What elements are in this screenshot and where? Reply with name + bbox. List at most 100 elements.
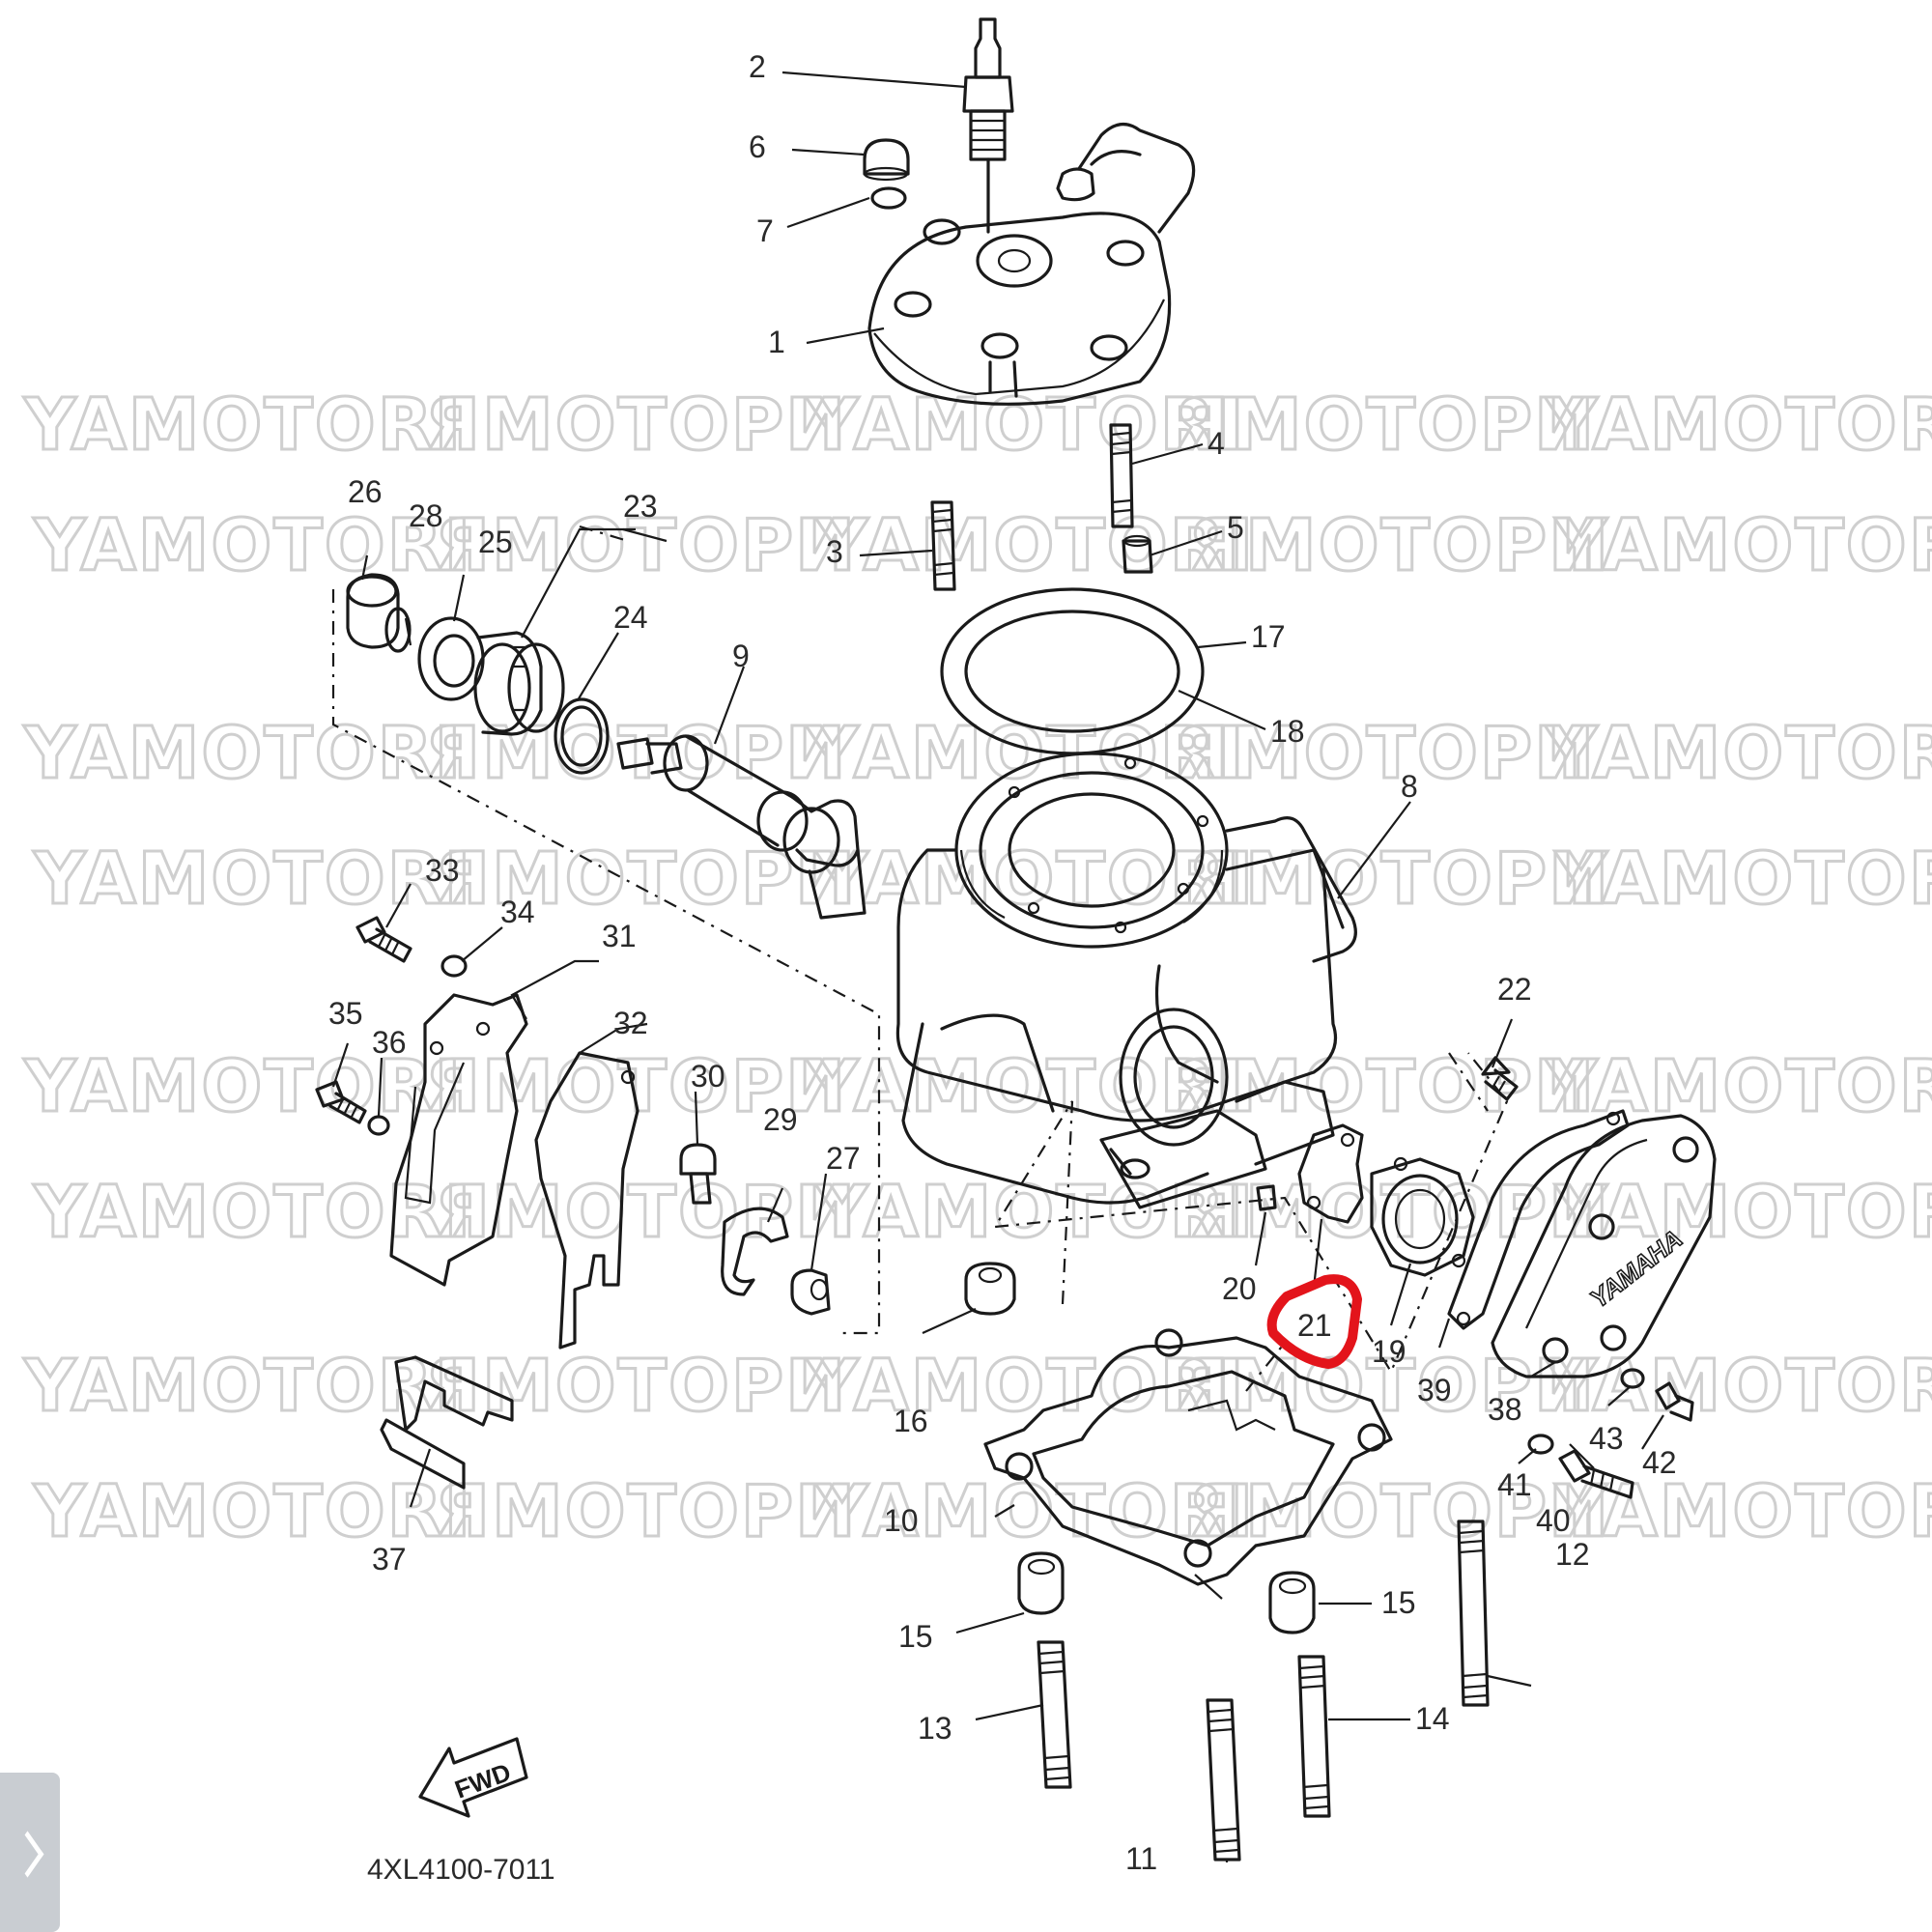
callout-38: 38: [1488, 1392, 1522, 1427]
watermark-text: YAMOTORI: [33, 838, 472, 921]
callout-36: 36: [372, 1025, 407, 1060]
fwd-arrow: FWD: [418, 1737, 528, 1818]
washer-7: [870, 186, 907, 210]
bolt-30: [679, 1143, 717, 1205]
highlight-callout-21: [1266, 1274, 1362, 1369]
gasket-39: [1447, 1109, 1630, 1330]
valve-cover-31: [389, 993, 528, 1287]
cylinder-body: [895, 752, 1357, 1209]
stud-bolt-13: [1037, 1640, 1072, 1789]
chevron-icon: [11, 1831, 44, 1878]
washer-43: [1620, 1368, 1645, 1389]
watermark-text: YAMOTORI: [815, 1470, 1255, 1553]
watermark-text: ЯМОТОРИ: [1174, 384, 1596, 467]
callout-3: 3: [826, 534, 843, 569]
callout-19: 19: [1372, 1334, 1406, 1369]
watermark-text: ЯМОТОРИ: [425, 1345, 847, 1428]
watermark-text: YAMOTORI: [1554, 504, 1932, 587]
watermark-text: YAMOTORI: [1554, 1470, 1932, 1553]
callout-43: 43: [1589, 1421, 1624, 1456]
callout-39: 39: [1417, 1373, 1452, 1407]
stud-bolt-3: [930, 500, 956, 591]
fwd-label: FWD: [451, 1757, 515, 1804]
callout-10: 10: [884, 1503, 919, 1538]
watermark-layer: YAMOTORI ЯМОТОРИ YAMOTORI ЯМОТОРИ YAMOTO…: [22, 383, 1932, 1555]
callout-7: 7: [756, 213, 774, 248]
watermark-text: YAMOTORI: [1554, 1171, 1932, 1254]
callout-16: 16: [894, 1404, 928, 1438]
collar-27: [790, 1268, 831, 1316]
callout-11: 11: [1125, 1841, 1157, 1876]
watermark-text: ЯМОТОРИ: [425, 384, 847, 467]
callout-33: 33: [425, 853, 460, 888]
callout-35: 35: [328, 996, 363, 1031]
watermark-text: YAMOTORI: [806, 1045, 1245, 1128]
leader-lines: [331, 71, 1664, 1862]
watermark-text: ЯМОТОРИ: [435, 838, 857, 921]
callout-25: 25: [478, 525, 513, 559]
collar-15-left: [1017, 1551, 1065, 1615]
callout-15: 15: [898, 1619, 933, 1654]
callout-4: 4: [1208, 426, 1225, 461]
stud-bolt-12: [1457, 1520, 1490, 1707]
watermark-text: YAMOTORI: [815, 838, 1255, 921]
collar-15-right: [1268, 1571, 1316, 1634]
watermark-text: ЯМОТОРИ: [435, 504, 857, 587]
washer-41: [1527, 1434, 1554, 1455]
watermark-text: YAMOTORI: [1545, 712, 1932, 795]
diagram-code: 4XL4100-7011: [367, 1854, 555, 1886]
callout-14: 14: [1415, 1701, 1450, 1736]
stud-bolt-14: [1297, 1655, 1331, 1818]
callout-23: 23: [623, 489, 658, 524]
watermark-text: YAMOTORI: [33, 504, 472, 587]
callout-24: 24: [613, 600, 648, 635]
callout-40: 40: [1536, 1503, 1571, 1538]
callout-34: 34: [500, 895, 535, 929]
callout-12: 12: [1555, 1537, 1590, 1572]
watermark-text: ЯМОТОРИ: [1188, 838, 1610, 921]
watermark-text: ЯМОТОРИ: [1174, 1045, 1596, 1128]
callout-26: 26: [348, 474, 383, 509]
bolt-33: [355, 916, 412, 963]
callout-9: 9: [732, 639, 750, 673]
watermark-text: YAMOTORI: [23, 1045, 463, 1128]
callout-30: 30: [691, 1059, 725, 1094]
assembly-dash-lines: [331, 525, 1509, 1392]
o-ring-18: [964, 610, 1180, 733]
callout-27: 27: [826, 1141, 861, 1176]
callout-29: 29: [763, 1102, 798, 1137]
watermark-text: ЯМОТОРИ: [435, 1470, 857, 1553]
base-gasket-10: [983, 1328, 1393, 1586]
bolt-35: [315, 1080, 367, 1124]
watermark-text: YAMOTORI: [23, 1345, 463, 1428]
callout-6: 6: [749, 129, 766, 164]
gasket-32: [534, 1051, 639, 1350]
callout-1: 1: [768, 325, 785, 359]
callout-28: 28: [409, 498, 443, 533]
watermark-text: YAMOTORI: [1545, 384, 1932, 467]
spark-plug: [962, 17, 1014, 234]
watermark-text: ЯМОТОРИ: [425, 712, 847, 795]
nut-16: [964, 1262, 1016, 1316]
stud-bolt-11: [1206, 1698, 1241, 1861]
callout-22: 22: [1497, 972, 1532, 1007]
power-valve-shaft: [616, 734, 867, 920]
bolt-42: [1655, 1381, 1694, 1422]
bolt-22: [1481, 1056, 1519, 1101]
watermark-text: YAMOTORI: [23, 384, 463, 467]
callout-20: 20: [1222, 1271, 1257, 1306]
callout-31: 31: [602, 919, 637, 953]
valve-holder-assembly: [346, 573, 610, 775]
watermark-text: YAMOTORI: [33, 1470, 472, 1553]
gasket-21: [1297, 1123, 1364, 1224]
callout-18: 18: [1270, 714, 1305, 749]
watermark-text: ЯМОТОРИ: [1188, 1470, 1610, 1553]
cap-nut: [863, 138, 910, 182]
watermark-text: YAMOTORI: [1545, 1045, 1932, 1128]
bracket-37: [380, 1355, 514, 1490]
dowel-pin-5: [1122, 534, 1153, 574]
watermark-text: YAMOTORI: [23, 712, 463, 795]
side-panel-tab[interactable]: [0, 1773, 60, 1932]
callout-2: 2: [749, 49, 766, 84]
